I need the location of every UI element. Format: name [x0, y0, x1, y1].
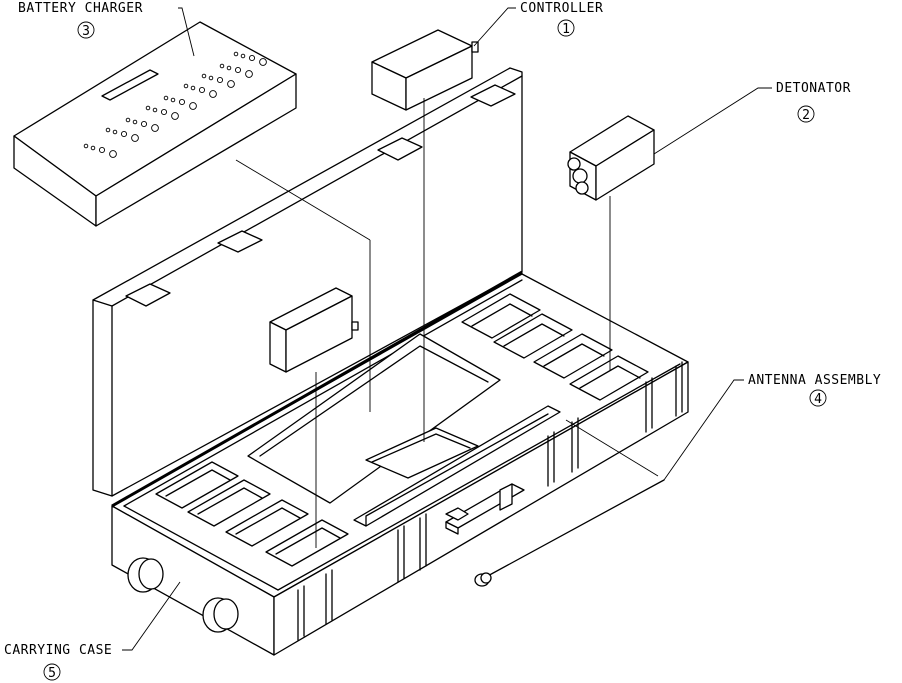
label-battery-charger: BATTERY CHARGER 3	[18, 1, 143, 39]
detonator-unit	[568, 116, 654, 200]
detonator-number: 2	[802, 108, 810, 123]
label-detonator: DETONATOR 2	[776, 81, 851, 123]
carrying-case-number: 5	[48, 666, 56, 681]
label-controller: CONTROLLER 1	[520, 1, 603, 37]
controller-number: 1	[562, 22, 570, 37]
antenna-assembly-label: ANTENNA ASSEMBLY	[748, 373, 881, 388]
antenna-assembly-number: 4	[814, 392, 822, 407]
carrying-case-label: CARRYING CASE	[4, 643, 112, 658]
case-wheel	[128, 558, 163, 592]
detonator-label: DETONATOR	[776, 81, 851, 96]
battery-charger	[14, 22, 296, 226]
label-carrying-case: CARRYING CASE 5	[4, 643, 112, 681]
battery-charger-number: 3	[82, 24, 90, 39]
battery-charger-label: BATTERY CHARGER	[18, 1, 143, 16]
controller-label: CONTROLLER	[520, 1, 603, 16]
case-wheel	[203, 598, 238, 632]
label-antenna-assembly: ANTENNA ASSEMBLY 4	[748, 373, 881, 407]
